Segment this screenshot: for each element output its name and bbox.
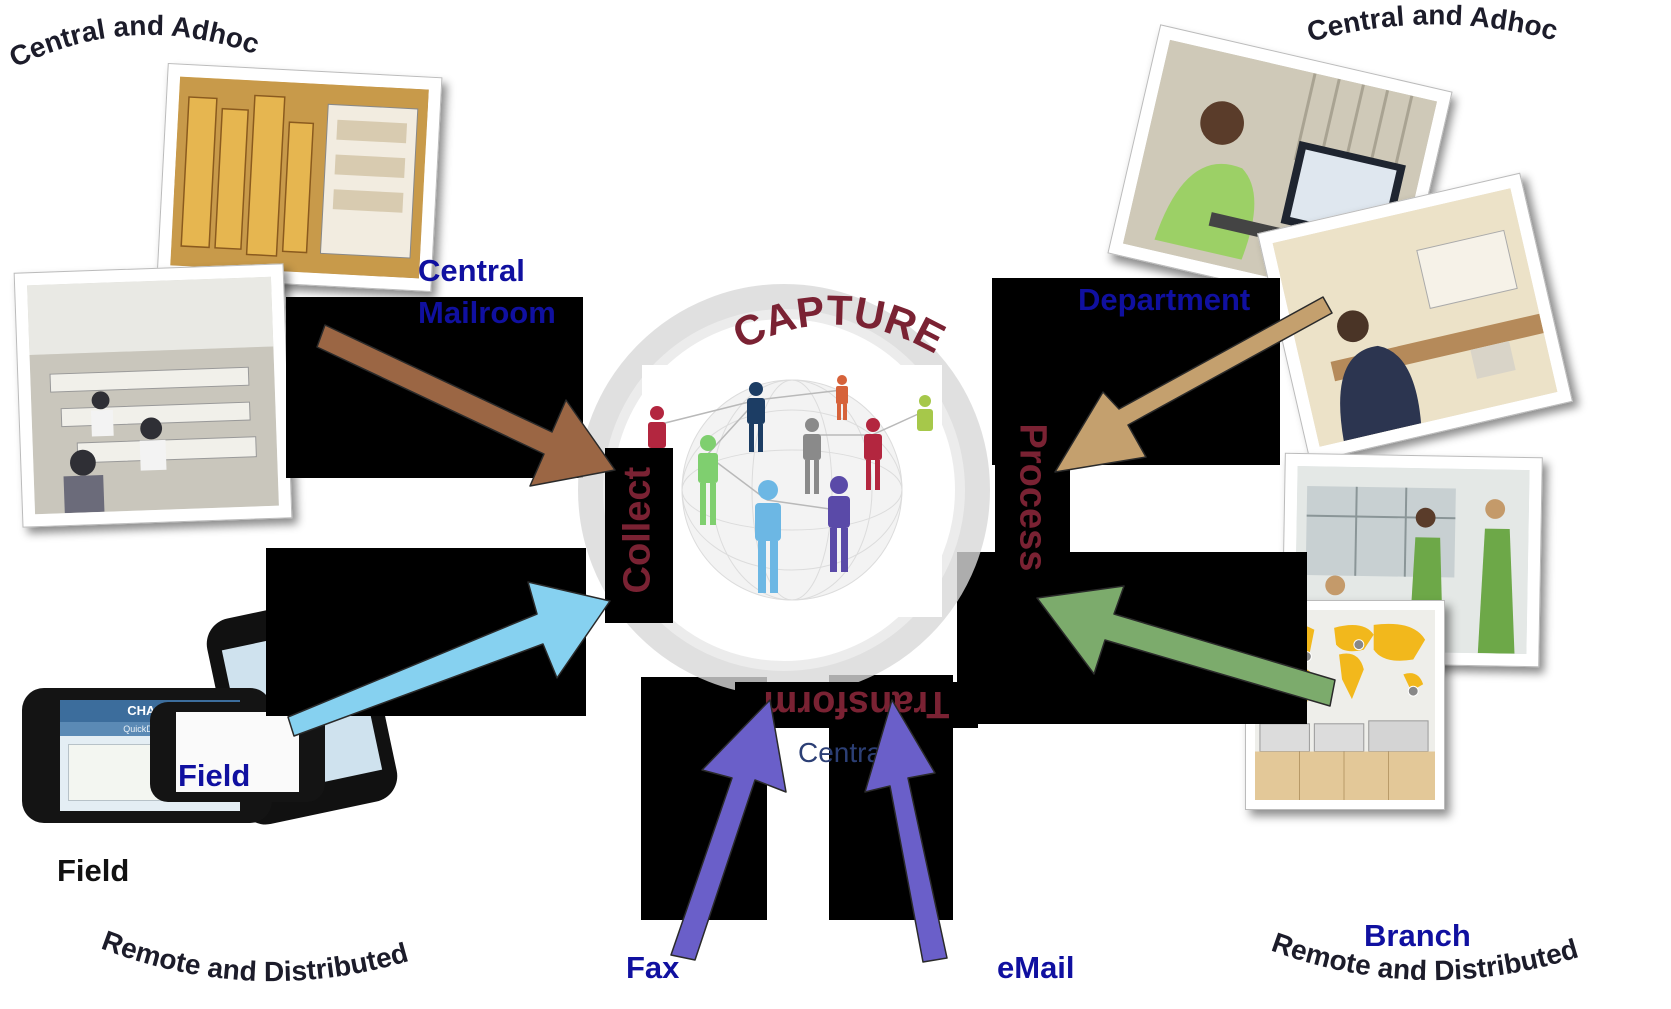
arrow-fax bbox=[670, 699, 787, 961]
photo-mailroom-workers bbox=[13, 263, 293, 528]
label-central-mailroom: Central Mailroom bbox=[418, 253, 556, 330]
label-department: Department bbox=[1078, 282, 1251, 317]
label-fax: Fax bbox=[626, 950, 680, 985]
envelopes-illustration bbox=[170, 76, 429, 279]
label-branch: Branch bbox=[1364, 918, 1471, 953]
photo-office-worker bbox=[1257, 172, 1573, 463]
transform-box bbox=[735, 682, 978, 728]
arrow-department bbox=[1054, 296, 1333, 473]
mailroom-workers-illustration bbox=[27, 276, 279, 515]
process-box bbox=[995, 398, 1070, 596]
photo-mailroom-envelopes bbox=[156, 62, 443, 293]
arrow-mailroom bbox=[316, 324, 616, 487]
label-email: eMail bbox=[997, 950, 1075, 985]
office-worker-illustration bbox=[1272, 188, 1558, 447]
arrow-branch bbox=[1036, 585, 1336, 707]
phone-small bbox=[150, 702, 325, 802]
arrow-field bbox=[287, 581, 611, 737]
person-icons bbox=[648, 375, 933, 593]
arrow-email bbox=[864, 699, 948, 963]
label-field-black: Field bbox=[57, 853, 130, 888]
globe-people-illustration bbox=[648, 375, 933, 601]
label-field-blue: Field bbox=[178, 758, 251, 793]
collect-box bbox=[605, 448, 673, 623]
